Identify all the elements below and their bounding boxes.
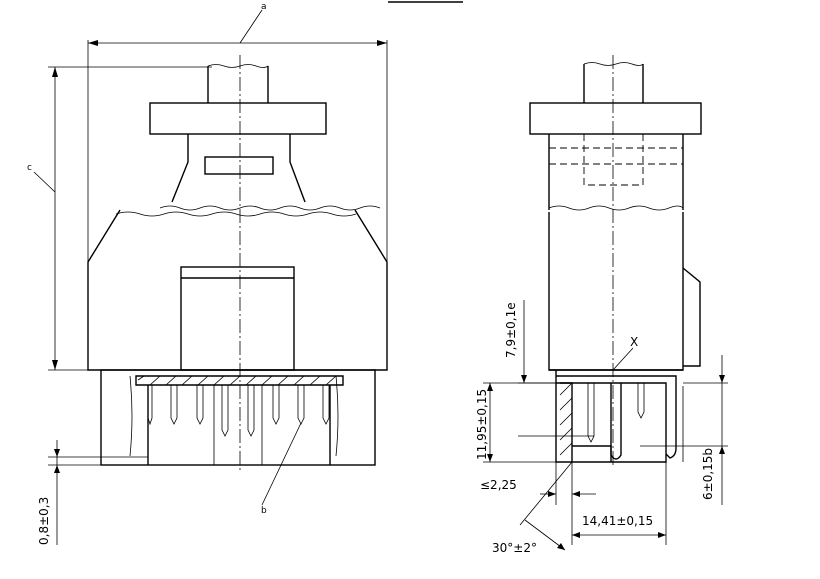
dim-height-upper: 7,9±0,1e: [504, 302, 518, 358]
dim-width: 14,41±0,15: [582, 514, 653, 528]
dim-height-lower: 11,95±0,15: [475, 389, 489, 460]
body-outline: [87, 209, 388, 371]
front-slot: [180, 266, 295, 371]
dim-side: 6±0,15b: [701, 448, 715, 500]
left-view: a c: [27, 2, 388, 545]
dim-wall: ≤2,25: [480, 478, 517, 492]
label-b: b: [261, 506, 267, 516]
body-side: [548, 212, 684, 371]
cap: [149, 102, 327, 135]
dim-angle: 30°±2°: [492, 541, 537, 555]
label-x: X: [630, 335, 638, 349]
right-view: X 7,9±0,1e 11,95±0,15 ≤2,25 14,41±0,15 6…: [475, 55, 728, 555]
cap-side: [529, 102, 702, 135]
base: [100, 369, 376, 466]
label-a: a: [261, 2, 267, 12]
label-c: c: [27, 163, 32, 173]
dim-pin-offset: 0,8±0,3: [37, 497, 51, 545]
window-slot: [204, 156, 274, 175]
pins-left: [147, 385, 330, 437]
